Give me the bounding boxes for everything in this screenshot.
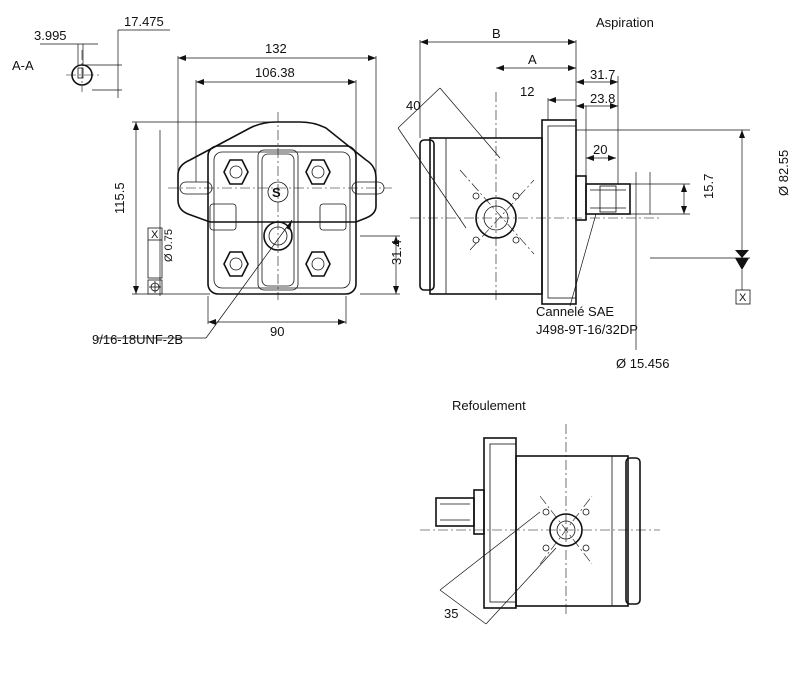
tolerance-datum: X <box>151 229 159 241</box>
key-slot <box>77 67 84 79</box>
port-thread-label: 9/16-18UNF-2B <box>92 332 183 347</box>
bolt-top-left <box>223 159 249 185</box>
datum-x-box <box>735 289 751 305</box>
dim-90: 90 <box>270 324 284 339</box>
dim-157: 15.7 <box>701 174 716 199</box>
mounting-flange <box>177 121 377 223</box>
section-label: A-A <box>12 58 34 73</box>
dim-40: 40 <box>406 98 420 113</box>
dim-238: 23.8 <box>590 91 615 106</box>
bolt-bottom-left <box>223 251 249 277</box>
pump-body <box>207 145 357 295</box>
pilot <box>575 175 587 221</box>
refoulement-flange <box>483 437 517 609</box>
dim-317: 31.7 <box>590 67 615 82</box>
tolerance-frame <box>147 227 163 279</box>
refoulement-shaft <box>435 497 475 527</box>
bolt-top-right <box>305 159 331 185</box>
splined-shaft <box>585 183 631 215</box>
rear-cover <box>419 139 435 291</box>
front-view: S 132 106.38 115.5 Ø 0.75 X <box>92 41 404 347</box>
dim-1155: 115.5 <box>112 182 127 214</box>
dim-3995: 3.995 <box>34 28 67 43</box>
refoulement-body <box>515 455 629 607</box>
dim-10638: 106.38 <box>255 65 295 80</box>
refoulement-title: Refoulement <box>452 398 526 413</box>
side-view-aspiration: Aspiration B <box>397 15 791 371</box>
shaft-diameter-label: Ø 15.456 <box>616 356 670 371</box>
datum-x-label: X <box>739 292 747 304</box>
side-view-refoulement: Refoulement 35 <box>420 398 660 625</box>
logo-icon: S <box>272 185 281 200</box>
dim-35: 35 <box>444 606 458 621</box>
section-a-a-view: A-A 3.995 17.475 <box>12 14 170 98</box>
aspiration-title: Aspiration <box>596 15 654 30</box>
dim-b: B <box>492 26 501 41</box>
spline-label-2: J498-9T-16/32DP <box>536 322 638 337</box>
dim-20: 20 <box>593 142 607 157</box>
bolt-bottom-right <box>305 251 331 277</box>
dim-314: 31.4 <box>389 240 404 265</box>
spline-label-1: Cannelé SAE <box>536 304 614 319</box>
dim-132: 132 <box>265 41 287 56</box>
dim-12: 12 <box>520 84 534 99</box>
dim-17475: 17.475 <box>124 14 164 29</box>
side-body <box>429 137 543 295</box>
tolerance-value: Ø 0.75 <box>163 229 175 262</box>
side-flange <box>541 119 577 305</box>
dim-8255: Ø 82.55 <box>776 150 791 196</box>
dim-a: A <box>528 52 537 67</box>
